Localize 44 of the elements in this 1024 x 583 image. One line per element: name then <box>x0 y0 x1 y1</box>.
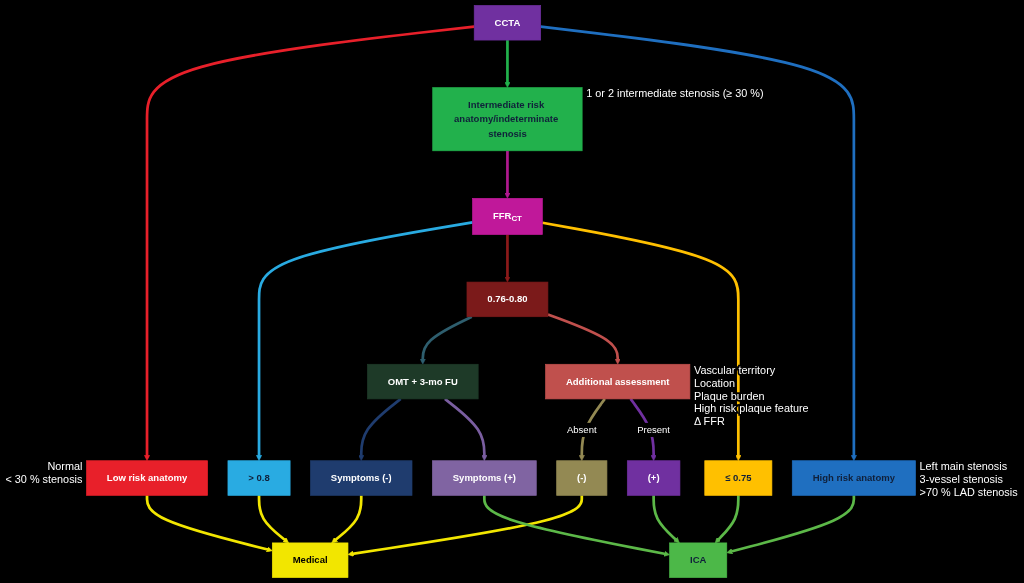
arrow <box>726 495 856 555</box>
node-box <box>792 460 916 496</box>
arrow <box>715 495 740 544</box>
node-box <box>367 363 479 400</box>
arrow <box>444 397 488 461</box>
arrow <box>504 40 511 88</box>
note-text: Location <box>694 376 736 389</box>
node-box <box>472 198 543 235</box>
arrow <box>504 234 511 283</box>
node-box <box>704 460 773 496</box>
note-text: < 30 % stenosis <box>5 473 83 486</box>
edge-label: Absent <box>567 424 597 435</box>
arrow <box>331 495 363 544</box>
node-box <box>432 460 537 496</box>
node-box <box>545 363 691 400</box>
note-text: Δ FFR <box>694 415 725 428</box>
edge-label: Present <box>637 424 671 435</box>
arrow <box>547 313 621 365</box>
node-box <box>556 460 608 496</box>
arrow <box>347 495 584 557</box>
node-box <box>272 542 349 578</box>
arrow <box>483 495 671 557</box>
note-text: 3-vessel stenosis <box>919 473 1003 486</box>
note-text: Normal <box>47 460 83 473</box>
note-text: 1 or 2 intermediate stenosis (≥ 30 %) <box>586 87 764 100</box>
node-box <box>474 5 542 41</box>
note-text: High risk plaque feature <box>694 402 809 415</box>
node-box <box>227 460 291 496</box>
node-box <box>669 542 728 578</box>
arrow <box>504 150 511 199</box>
arrow <box>144 25 475 461</box>
arrow <box>358 397 402 461</box>
node-box <box>627 460 681 496</box>
arrow <box>257 495 290 544</box>
arrow <box>420 315 473 365</box>
node-box <box>432 87 583 152</box>
note-text: >70 % LAD stenosis <box>919 486 1018 499</box>
node-box <box>86 460 209 496</box>
arrow <box>145 495 273 553</box>
arrow <box>256 220 473 461</box>
node-box <box>310 460 413 496</box>
note-text: Left main stenosis <box>919 460 1008 473</box>
arrow <box>652 495 680 544</box>
node-box <box>466 281 549 318</box>
